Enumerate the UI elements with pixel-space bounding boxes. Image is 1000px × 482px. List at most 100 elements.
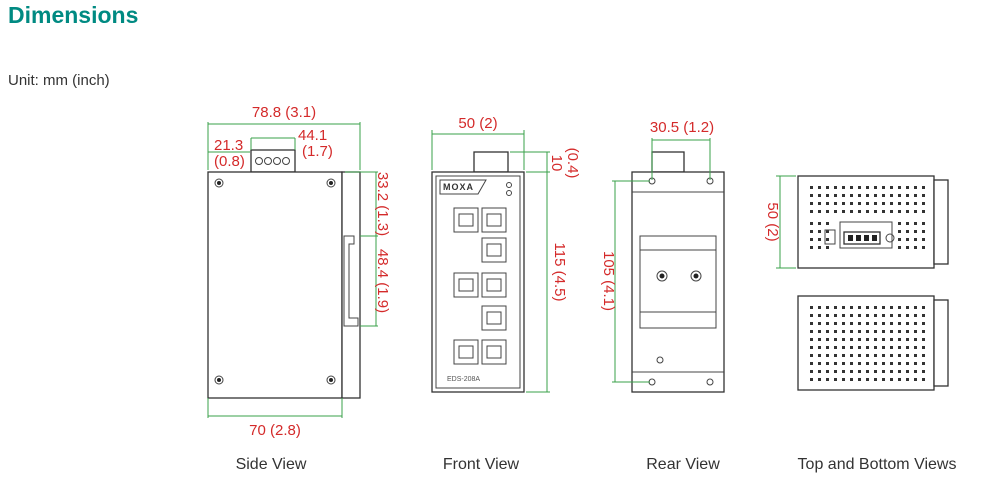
front-width: 50 (2) (458, 115, 497, 132)
vent-hole (874, 362, 877, 365)
vent-hole (858, 202, 861, 205)
vent-hole (874, 186, 877, 189)
vent-hole (914, 338, 917, 341)
vent-hole (842, 346, 845, 349)
front-view: MOXA EDS-208A 50 (2) (431, 115, 581, 393)
vent-hole (842, 194, 845, 197)
vent-hole (874, 210, 877, 213)
vent-hole (922, 238, 925, 241)
vent-hole (826, 346, 829, 349)
vent-hole (922, 354, 925, 357)
vent-hole (810, 222, 813, 225)
vent-hole (866, 346, 869, 349)
top-bottom-view-caption: Top and Bottom Views (797, 456, 957, 473)
vent-hole (866, 322, 869, 325)
vent-hole (826, 222, 829, 225)
vent-hole (866, 354, 869, 357)
vent-hole (826, 230, 829, 233)
vent-hole (810, 378, 813, 381)
vent-hole (906, 306, 909, 309)
vent-hole (826, 238, 829, 241)
vent-hole (842, 202, 845, 205)
vent-hole (882, 354, 885, 357)
vent-hole (858, 330, 861, 333)
vent-hole (914, 370, 917, 373)
vent-hole (810, 354, 813, 357)
vent-hole (898, 306, 901, 309)
side-body (207, 171, 343, 399)
vent-hole (842, 314, 845, 317)
side-din-clip (343, 235, 359, 327)
front-terminal-height-a: 10 (548, 155, 565, 172)
vent-hole (826, 322, 829, 325)
vent-hole (826, 370, 829, 373)
front-height: 115 (4.5) (551, 243, 568, 302)
rear-din-rail (639, 235, 717, 329)
vent-hole (922, 202, 925, 205)
vent-hole (810, 186, 813, 189)
vent-hole (898, 346, 901, 349)
vent-hole (898, 338, 901, 341)
vent-hole (898, 362, 901, 365)
vent-hole (882, 194, 885, 197)
vent-hole (898, 314, 901, 317)
vent-hole (850, 346, 853, 349)
vent-hole (818, 346, 821, 349)
vent-hole (906, 322, 909, 325)
vent-hole (922, 346, 925, 349)
vent-hole (882, 322, 885, 325)
vent-hole (906, 370, 909, 373)
vent-hole (850, 210, 853, 213)
vent-hole (834, 210, 837, 213)
vent-hole (810, 314, 813, 317)
vent-hole (906, 194, 909, 197)
vent-hole (890, 186, 893, 189)
vent-hole (818, 330, 821, 333)
vent-hole (834, 186, 837, 189)
vent-hole (922, 306, 925, 309)
vent-hole (834, 354, 837, 357)
vent-hole (810, 330, 813, 333)
vent-hole (818, 246, 821, 249)
vent-hole (882, 330, 885, 333)
vent-hole (906, 362, 909, 365)
vent-hole (874, 322, 877, 325)
vent-hole (874, 378, 877, 381)
vent-hole (858, 346, 861, 349)
vent-hole (906, 246, 909, 249)
vent-hole (842, 322, 845, 325)
vent-hole (826, 194, 829, 197)
vent-hole (874, 330, 877, 333)
bottom-view-body (797, 295, 935, 391)
vent-hole (898, 354, 901, 357)
vent-hole (826, 378, 829, 381)
vent-hole (914, 306, 917, 309)
vent-hole (898, 186, 901, 189)
vent-hole (898, 370, 901, 373)
vent-hole (914, 186, 917, 189)
rear-body (631, 171, 725, 393)
vent-hole (890, 202, 893, 205)
vent-hole (906, 354, 909, 357)
front-view-caption: Front View (442, 456, 520, 473)
vent-hole (850, 306, 853, 309)
vent-hole (858, 194, 861, 197)
vent-hole (882, 314, 885, 317)
vent-hole (810, 194, 813, 197)
vent-hole (874, 354, 877, 357)
vent-hole (882, 346, 885, 349)
vent-hole (906, 238, 909, 241)
vent-hole (818, 222, 821, 225)
vent-hole (826, 202, 829, 205)
vent-hole (826, 186, 829, 189)
vent-hole (818, 306, 821, 309)
vent-hole (922, 194, 925, 197)
vent-hole (898, 246, 901, 249)
vent-hole (826, 210, 829, 213)
vent-hole (906, 202, 909, 205)
vent-hole (882, 362, 885, 365)
vent-hole (834, 314, 837, 317)
side-overall-depth: 78.8 (3.1) (252, 104, 316, 121)
vent-hole (810, 346, 813, 349)
vent-hole (818, 322, 821, 325)
